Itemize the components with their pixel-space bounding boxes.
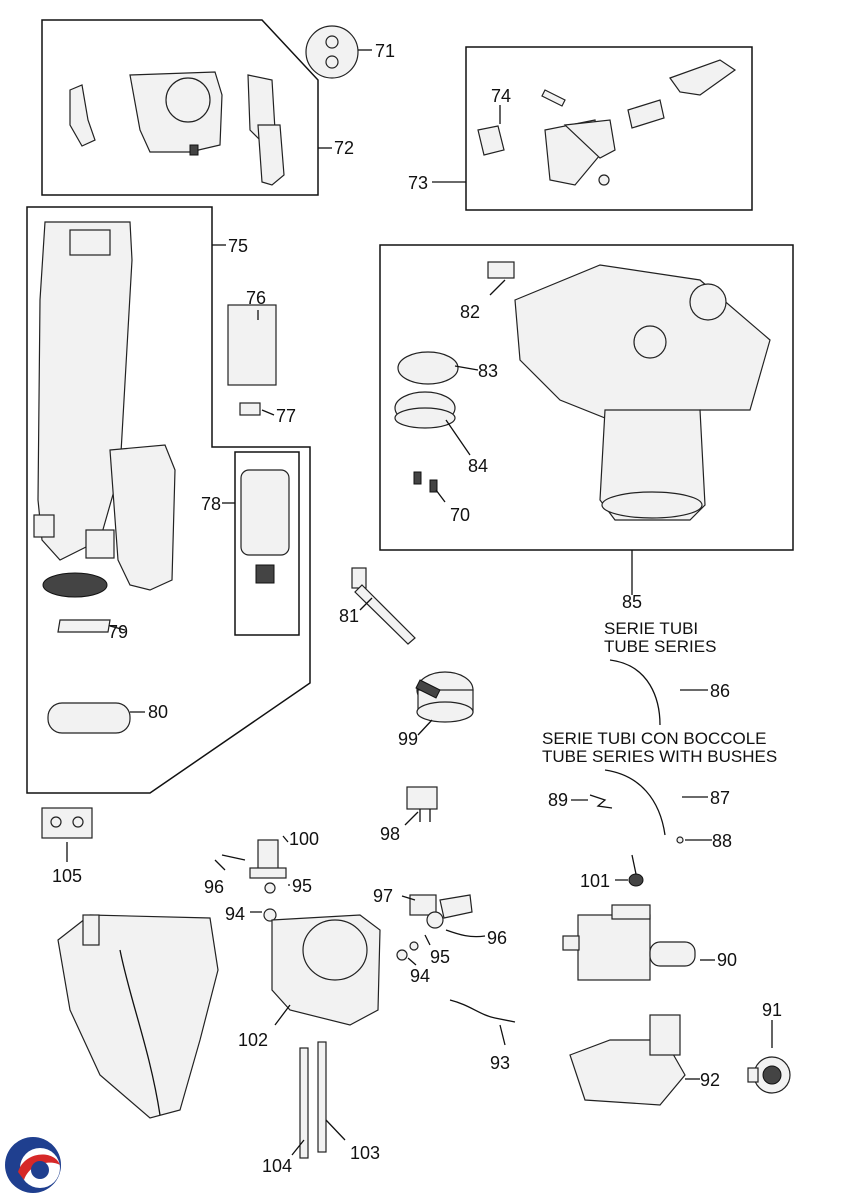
frame-group-75 [26, 206, 311, 794]
part-91 [747, 1020, 791, 1094]
label-99: 99 [398, 729, 418, 749]
part-81 [351, 567, 416, 645]
caption-tube-series-en: TUBE SERIES [604, 637, 716, 656]
label-75: 75 [228, 236, 248, 256]
label-91: 91 [762, 1000, 782, 1020]
part-99 [415, 671, 474, 736]
label-82: 82 [460, 302, 480, 322]
label-101: 101 [580, 871, 610, 891]
part-101 [615, 854, 644, 887]
label-103: 103 [350, 1143, 380, 1163]
part-98 [404, 786, 438, 826]
label-86: 86 [710, 681, 730, 701]
part-71 [305, 25, 372, 79]
label-102: 102 [238, 1030, 268, 1050]
caption-tube-bushes-en: TUBE SERIES WITH BUSHES [542, 747, 777, 766]
label-87: 87 [710, 788, 730, 808]
label-77: 77 [276, 406, 296, 426]
label-81: 81 [339, 606, 359, 626]
label-96a: 96 [204, 877, 224, 897]
label-97: 97 [373, 886, 393, 906]
caption-tube-bushes-it: SERIE TUBI CON BOCCOLE [542, 729, 767, 748]
brand-logo [5, 1137, 61, 1193]
label-94b: 94 [410, 966, 430, 986]
label-79: 79 [108, 622, 128, 642]
label-71: 71 [375, 41, 395, 61]
part-90 [562, 904, 715, 981]
label-93: 93 [490, 1053, 510, 1073]
label-90: 90 [717, 950, 737, 970]
label-94a: 94 [225, 904, 245, 924]
label-105: 105 [52, 866, 82, 886]
tube-parts [571, 659, 712, 844]
label-84: 84 [468, 456, 488, 476]
part-105 [41, 807, 93, 862]
label-76: 76 [246, 288, 266, 308]
label-85: 85 [622, 592, 642, 612]
label-83: 83 [478, 361, 498, 381]
label-88: 88 [712, 831, 732, 851]
caption-tube-series-it: SERIE TUBI [604, 619, 698, 638]
housing-bottom-left [57, 914, 219, 1119]
frame-group-85 [379, 244, 794, 595]
part-92 [569, 1014, 700, 1106]
label-95a: 95 [292, 876, 312, 896]
label-70: 70 [450, 505, 470, 525]
boiler-assembly [214, 835, 516, 1046]
label-89: 89 [548, 790, 568, 810]
label-96b: 96 [487, 928, 507, 948]
label-73: 73 [408, 173, 428, 193]
label-72: 72 [334, 138, 354, 158]
frame-group-78 [222, 451, 300, 636]
label-74: 74 [491, 86, 511, 106]
label-98: 98 [380, 824, 400, 844]
label-95b: 95 [430, 947, 450, 967]
frame-group-72 [41, 19, 332, 196]
label-104: 104 [262, 1156, 292, 1176]
label-92: 92 [700, 1070, 720, 1090]
label-78: 78 [201, 494, 221, 514]
rods-103-104 [291, 1041, 346, 1159]
label-80: 80 [148, 702, 168, 722]
frame-group-73 [432, 46, 753, 211]
label-100: 100 [289, 829, 319, 849]
